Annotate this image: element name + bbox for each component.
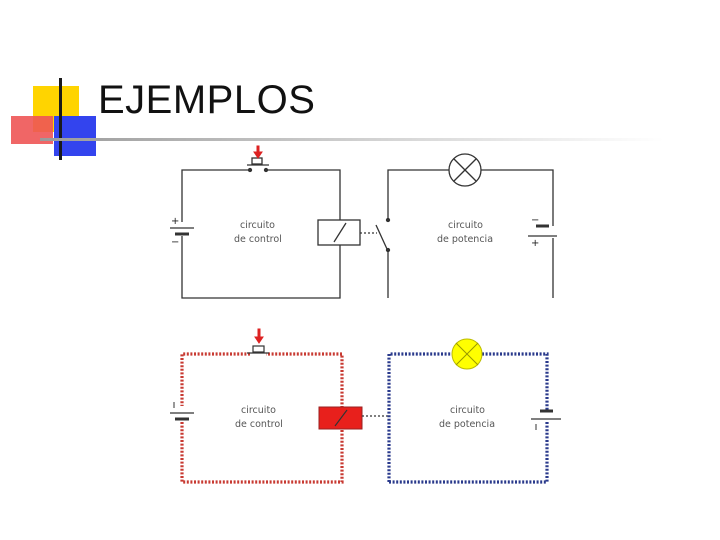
top-control-wire <box>181 169 341 299</box>
top-pushbutton-arrow <box>253 145 263 159</box>
top-power-switch-terminal-bottom <box>385 247 391 253</box>
bottom-pushbutton-arrow <box>254 328 264 344</box>
top-power-wire <box>387 169 554 298</box>
top-power-label-line-1: circuito <box>448 220 483 231</box>
bottom-pushbutton <box>252 345 265 353</box>
bottom-power-wire <box>387 352 549 484</box>
bottom-power-label-line-2: de potencia <box>439 419 495 430</box>
top-pushbutton <box>251 157 263 165</box>
slide-title: EJEMPLOS <box>98 78 316 122</box>
bottom-power-circuit <box>387 338 561 484</box>
bottom-power-label-line-1: circuito <box>450 405 485 416</box>
top-relay-slash <box>333 222 347 243</box>
top-battery-plus: + <box>171 216 179 227</box>
bottom-control-wire <box>180 352 344 484</box>
top-control-label-line-2: de control <box>234 234 282 245</box>
top-control-label-line-1: circuito <box>240 220 275 231</box>
top-power-switch-terminal-top <box>385 217 391 223</box>
top-power-switch-blade <box>375 224 388 250</box>
top-pushbutton-terminal-right <box>263 167 269 173</box>
top-pushbutton-terminal-left <box>247 167 253 173</box>
bottom-lamp-cross-2 <box>455 342 479 366</box>
top-relay-coil <box>317 219 361 246</box>
bottom-control-label-line-2: de control <box>235 419 283 430</box>
top-power-label-line-2: de potencia <box>437 234 493 245</box>
top-control-circuit <box>170 157 361 299</box>
top-power-circuit <box>375 153 557 298</box>
bottom-control-circuit <box>170 345 363 484</box>
top-battery-minus: − <box>171 237 179 248</box>
top-right-battery-plus: + <box>531 238 539 249</box>
logo-vertical-line <box>59 78 62 160</box>
bottom-relay-slash <box>334 409 348 427</box>
top-right-battery-minus: − <box>531 215 539 226</box>
bottom-control-label-line-1: circuito <box>241 405 276 416</box>
top-lamp-cross-2 <box>453 158 477 182</box>
title-underline <box>40 138 664 141</box>
